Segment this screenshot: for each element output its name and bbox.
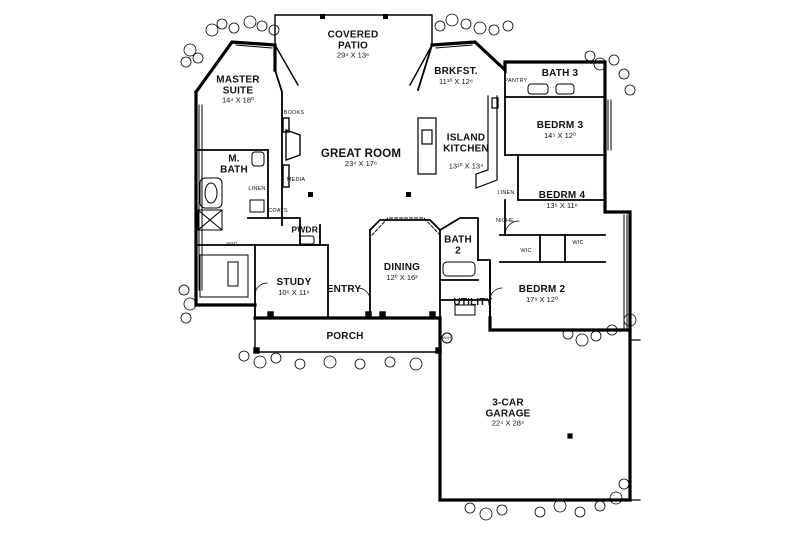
bedrm2-dims: 17⁶ X 12⁰	[526, 294, 558, 304]
pwdr-label: PWDR.	[291, 224, 321, 235]
study-name: STUDY	[276, 276, 312, 288]
bedrm2-name: BEDRM 2	[518, 283, 566, 295]
bedrm3-name: BEDRM 3	[536, 119, 584, 131]
bath3-name: BATH 3	[541, 67, 579, 79]
kitchen-counters	[417, 95, 499, 189]
covered-patio-dims: 29⁴ X 13⁶	[336, 50, 370, 60]
master-suite-dims: 14⁴ X 18⁰	[221, 95, 255, 105]
pwdr-name: PWDR.	[291, 224, 321, 235]
entry-name: ENTRY	[326, 283, 362, 295]
m-bath-label: M. BATH	[220, 153, 248, 176]
great-room-label: GREAT ROOM 23⁴ X 17⁶	[321, 148, 401, 168]
island-kitchen-label: ISLAND KITCHEN 13¹⁰ X 13⁴	[443, 132, 489, 171]
porch-label: PORCH	[326, 330, 364, 343]
dining-dims: 12⁰ X 16²	[386, 272, 418, 282]
study-label: STUDY 10⁶ X 11⁶	[276, 276, 312, 297]
bath2-label: BATH 2	[444, 234, 472, 257]
island-kitchen-name: ISLAND KITCHEN	[443, 132, 489, 155]
wic-master-label: WIC	[226, 242, 238, 249]
bath-fixtures	[299, 83, 575, 344]
linen-hall-label: LINEN	[497, 190, 515, 197]
garage-name: 3-CAR GARAGE	[485, 397, 531, 420]
study-dims: 10⁶ X 11⁶	[278, 287, 310, 297]
covered-patio-label: COVERED PATIO 29⁴ X 13⁶	[327, 29, 379, 60]
m-bath-name: M. BATH	[220, 153, 248, 175]
media-label: MEDIA	[286, 177, 306, 184]
bedrm3-label: BEDRM 3 14⁵ X 12⁰	[536, 119, 584, 140]
brkfst-dims: 11¹⁰ X 12⁶	[439, 76, 473, 86]
great-room-name: GREAT ROOM	[320, 148, 402, 161]
dining-arch	[371, 217, 441, 236]
utility-name: UTILITY	[453, 296, 493, 308]
island-kitchen-dims: 13¹⁰ X 13⁴	[448, 161, 484, 171]
garage-label: 3-CAR GARAGE 22⁴ X 28⁴	[485, 397, 531, 428]
bath3-label: BATH 3	[541, 67, 579, 80]
wic-bed2-label: WIC	[572, 240, 584, 247]
dining-label: DINING 12⁰ X 16²	[383, 261, 421, 282]
patio-columns	[308, 14, 411, 197]
porch	[253, 311, 442, 354]
linen-master-label: LINEN	[248, 186, 266, 193]
coats-label: COATS	[268, 208, 288, 215]
master-suite-name: MASTER SUITE	[216, 74, 260, 97]
brkfst-name: BRKFST.	[434, 65, 478, 77]
pantry-label: PANTRY	[504, 78, 528, 85]
bedrm2-label: BEDRM 2 17⁶ X 12⁰	[518, 283, 566, 304]
garage-dims: 22⁴ X 28⁴	[491, 418, 525, 428]
bedrm3-dims: 14⁵ X 12⁰	[544, 130, 576, 140]
bedrm4-dims: 13⁶ X 11⁶	[546, 200, 578, 210]
wh-label: W/H	[442, 334, 452, 340]
great-room-dims: 23⁴ X 17⁶	[344, 159, 378, 169]
master-bath-fixtures	[197, 151, 265, 298]
bath2-name: BATH 2	[444, 234, 472, 256]
fireplace	[282, 117, 301, 188]
covered-patio-outline	[274, 14, 433, 86]
utility-label: UTILITY	[453, 296, 493, 309]
brkfst-label: BRKFST. 11¹⁰ X 12⁶	[434, 65, 478, 86]
wic-bed4-label: WIC	[520, 248, 532, 255]
door-swings	[254, 220, 520, 301]
books-label: BOOKS	[283, 110, 305, 117]
bedrm4-label: BEDRM 4 13⁶ X 11⁶	[538, 189, 586, 210]
covered-patio-name: COVERED PATIO	[327, 29, 379, 52]
interior-walls	[195, 43, 606, 331]
porch-name: PORCH	[326, 330, 364, 342]
dining-name: DINING	[383, 261, 421, 273]
garage-doors	[567, 339, 641, 501]
windows	[198, 44, 628, 329]
niche-label: NICHE	[495, 218, 515, 225]
master-suite-label: MASTER SUITE 14⁴ X 18⁰	[216, 74, 260, 105]
bedrm4-name: BEDRM 4	[538, 189, 586, 201]
exterior-walls	[193, 40, 632, 502]
entry-label: ENTRY	[326, 283, 362, 296]
